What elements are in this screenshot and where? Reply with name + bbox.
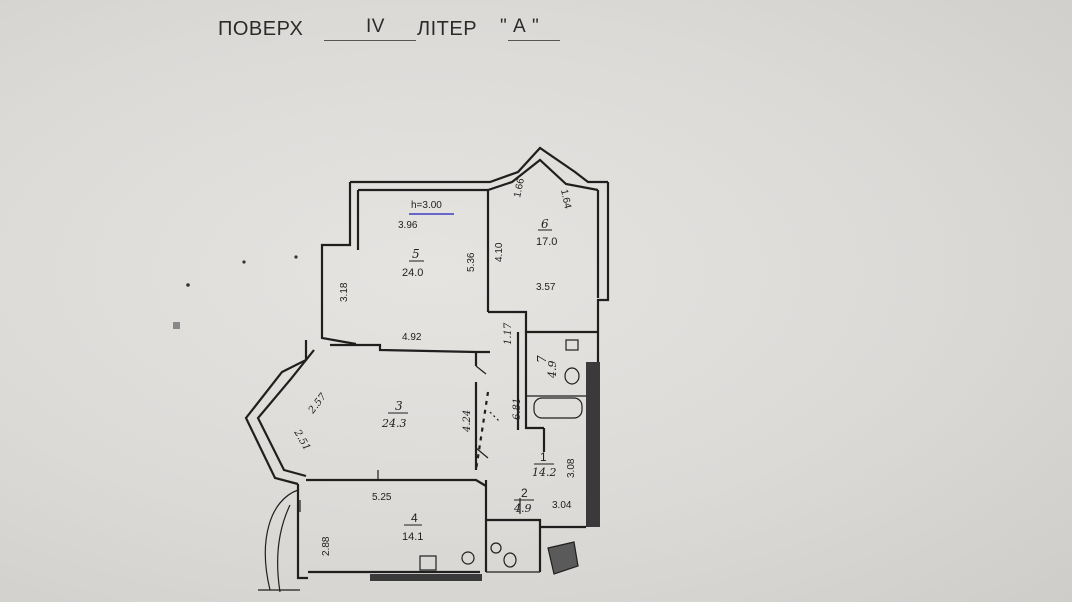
speck — [173, 322, 180, 329]
toilet-icon — [503, 552, 517, 568]
dim-3-08: 3.08 — [566, 458, 577, 478]
fixtures — [299, 339, 583, 575]
dim-5-25: 5.25 — [372, 492, 392, 503]
room-5: 5 24.0 — [402, 247, 424, 279]
dim-3-04: 3.04 — [552, 500, 572, 511]
room-6: 6 17.0 — [536, 217, 557, 248]
room-3: 3 24.3 — [381, 399, 408, 430]
room-area: 4.9 — [546, 361, 559, 380]
room-number: 6 — [541, 217, 549, 231]
room-area: 24.3 — [381, 417, 407, 430]
room-area: 17.0 — [536, 236, 557, 248]
room-number: 5 — [412, 247, 420, 261]
room-2: 2 4.9 — [513, 486, 534, 515]
room-area: 14.1 — [402, 531, 423, 543]
dim-1-64: 1.64 — [558, 188, 573, 210]
dim-2-51: 2.51 — [291, 427, 312, 453]
interior-walls — [306, 190, 598, 573]
speck — [186, 283, 190, 287]
floor-underline — [324, 40, 416, 41]
dim-4-24: 4.24 — [462, 410, 473, 433]
sink-icon — [490, 542, 502, 554]
outer-walls — [244, 146, 610, 593]
room-number: 1 — [540, 450, 547, 464]
speck — [242, 260, 246, 264]
dim-2-57: 2.57 — [306, 391, 329, 417]
floor-value: IV — [366, 16, 385, 37]
toilet-icon — [564, 367, 580, 385]
bathtub-icon — [533, 397, 583, 419]
room-number: 4 — [411, 511, 418, 525]
dim-1-66: 1.66 — [512, 177, 527, 199]
radiator-icon — [419, 555, 437, 571]
dim-5-36: 5.36 — [466, 252, 477, 272]
dim-6-81: 6.81 — [512, 398, 523, 420]
room-7: 7 4.9 — [535, 355, 559, 379]
speck — [294, 255, 298, 259]
riser-icon — [547, 541, 579, 575]
room-area: 14.2 — [532, 466, 557, 479]
room-area: 4.9 — [513, 502, 532, 515]
ceiling-height: h=3.00 — [411, 200, 442, 211]
room-1: 1 14.2 — [532, 450, 557, 479]
sink-icon — [565, 339, 579, 351]
letter-underline — [508, 40, 560, 41]
letter-value: " А " — [500, 16, 540, 37]
room-number: 3 — [395, 399, 403, 413]
room-area: 24.0 — [402, 267, 423, 279]
dim-3-96: 3.96 — [398, 220, 418, 231]
dim-4-10: 4.10 — [494, 242, 505, 262]
room-number: 2 — [521, 486, 528, 500]
dim-4-92: 4.92 — [402, 332, 422, 343]
room-4: 4 14.1 — [402, 511, 423, 543]
room-number: 7 — [535, 355, 549, 363]
floor-label: ПОВЕРХ — [218, 18, 304, 40]
dim-1-17: 1.17 — [503, 322, 514, 345]
dim-3-18: 3.18 — [339, 282, 350, 302]
letter-label: ЛІТЕР — [417, 18, 478, 40]
sink-icon — [461, 551, 475, 565]
dim-2-88: 2.88 — [321, 536, 332, 556]
dim-3-57: 3.57 — [536, 282, 556, 293]
